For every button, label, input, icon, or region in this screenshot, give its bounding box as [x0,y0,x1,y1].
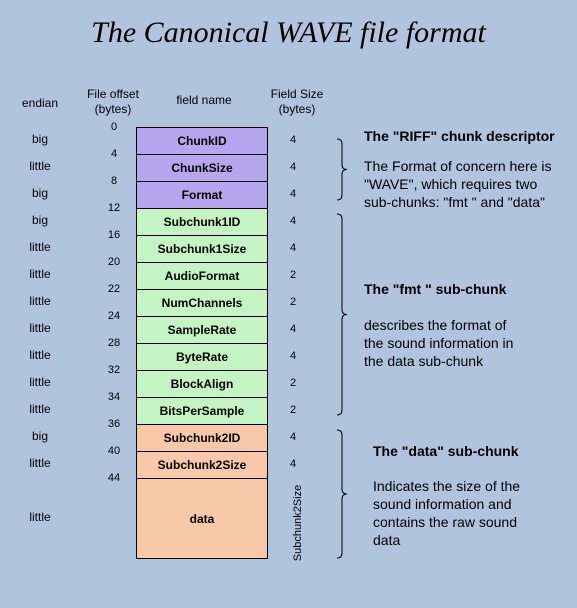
data-description-text: Indicates the size of the sound informat… [373,477,573,549]
field-box: SampleRate [136,316,268,344]
endian-value: little [29,294,51,308]
riff-description-title: The "RIFF" chunk descriptor [364,128,555,144]
field-box: BlockAlign [136,370,268,398]
offset-value: 16 [107,229,121,241]
size-value: 4 [289,431,297,443]
endian-value: little [29,159,51,173]
offset-value: 22 [107,283,121,295]
data-description-line: data [373,532,401,548]
size-value: 2 [289,296,297,308]
offset-value: 0 [110,121,118,133]
size-header-line2: (bytes) [278,102,316,116]
endian-value: big [31,132,48,146]
endian-value: little [29,240,51,254]
size-value: 2 [289,377,297,389]
fmt-description-line: the data sub-chunk [364,353,484,369]
data-description-line: Indicates the size of the [373,478,521,494]
endian-value: little [29,456,51,470]
size-value: 2 [289,269,297,281]
size-header: Field Size (bytes) [262,87,332,117]
riff-description: The "RIFF" chunk descriptor The Format o… [364,128,574,211]
field-box: ChunkSize [136,154,268,182]
offset-value: 8 [110,175,118,187]
endian-value: little [29,402,51,416]
riff-description-text: The Format of concern here is "WAVE", wh… [364,157,574,211]
size-value: 4 [289,323,297,335]
field-box: ChunkID [136,127,268,155]
endian-value: big [31,186,48,200]
offset-value: 36 [107,418,121,430]
offset-value: 40 [107,445,121,457]
field-box: Subchunk1ID [136,208,268,236]
offset-value: 20 [107,256,121,268]
offset-header: File offset (bytes) [78,87,148,117]
offset-header-line2: (bytes) [94,102,132,116]
offset-value: 4 [110,148,118,160]
endian-header: endian [21,96,59,110]
riff-description-line: "WAVE", which requires two [364,176,538,192]
field-box: Subchunk1Size [136,235,268,263]
endian-value: little [29,510,51,524]
size-value: 2 [289,404,297,416]
data-description-title: The "data" sub-chunk [373,443,519,459]
endian-value: little [29,321,51,335]
field-box: data [136,478,268,559]
size-value: 4 [289,458,297,470]
size-value: 4 [289,350,297,362]
endian-value: big [31,429,48,443]
offset-header-line1: File offset [87,87,139,101]
fmt-description-title: The "fmt " sub-chunk [364,281,507,297]
offset-value: 12 [107,202,121,214]
riff-description-line: sub-chunks: "fmt " and "data" [364,194,545,210]
offset-value: 34 [107,391,121,403]
size-value: 4 [289,242,297,254]
data-description: The "data" sub-chunk Indicates the size … [373,443,573,549]
diagram-title: The Canonical WAVE file format [91,16,486,49]
endian-value: little [29,348,51,362]
fmt-description-line: describes the format of [364,317,507,333]
riff-description-line: The Format of concern here is [364,158,552,174]
offset-value: 24 [107,310,121,322]
size-value: 4 [289,134,297,146]
fmt-description-line: the sound information in [364,335,514,351]
offset-value: 32 [107,364,121,376]
offset-value: 44 [107,472,121,484]
data-description-line: sound information and [373,496,512,512]
size-value: 4 [289,215,297,227]
size-value: 4 [289,188,297,200]
offset-value: 28 [107,337,121,349]
fmt-description: The "fmt " sub-chunk describes the forma… [364,281,564,370]
field-box: NumChannels [136,289,268,317]
size-value: 4 [289,161,297,173]
endian-value: big [31,213,48,227]
endian-value: little [29,375,51,389]
field-name-header: field name [176,93,232,107]
endian-value: little [29,267,51,281]
field-box: Subchunk2Size [136,451,268,479]
data-description-line: contains the raw sound [373,514,517,530]
size-header-line1: Field Size [270,87,324,101]
fmt-description-text: describes the format of the sound inform… [364,316,564,370]
field-box: ByteRate [136,343,268,371]
